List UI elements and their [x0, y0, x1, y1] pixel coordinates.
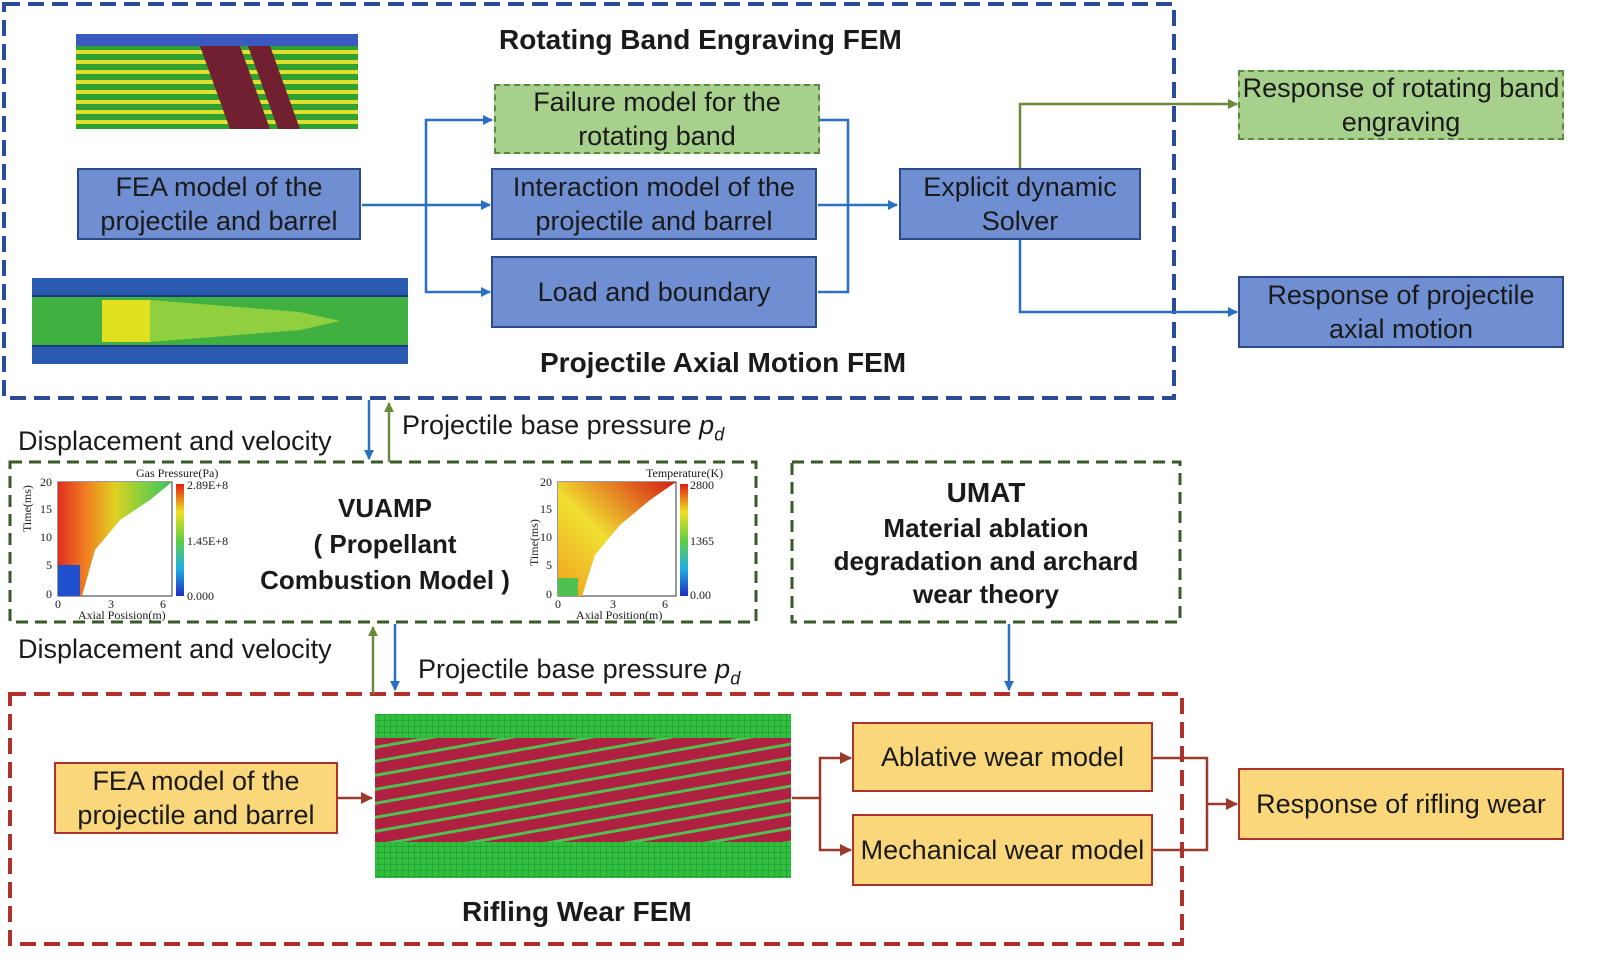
interaction-model-label: Interaction model of the projectile and … — [512, 172, 796, 236]
solver-box: Explicit dynamic Solver — [899, 168, 1141, 240]
temp-xtick: 6 — [662, 597, 668, 611]
ablative-wear-box: Ablative wear model — [852, 722, 1153, 792]
displacement-label-bottom: Displacement and velocity — [18, 634, 332, 664]
temp-xtick: 0 — [555, 597, 561, 611]
axial-motion-title: Projectile Axial Motion FEM — [540, 347, 907, 378]
pd-subscript-bottom: d — [730, 668, 741, 689]
response-axial-label: Response of projectile axial motion — [1267, 280, 1535, 344]
arrow-mesh-to-mechanical — [818, 798, 852, 856]
response-rifling-label: Response of rifling wear — [1256, 789, 1546, 819]
pd-symbol-top: p — [699, 410, 715, 440]
temp-ytick: 10 — [540, 530, 552, 544]
bottom-section-frame — [8, 692, 1184, 946]
umat-text: UMAT Material ablation degradation and a… — [800, 474, 1172, 611]
vuamp-line1: VUAMP — [338, 493, 432, 523]
gas-ytick: 0 — [46, 587, 52, 601]
umat-line4: wear theory — [913, 579, 1059, 609]
gas-cbar-max: 2.89E+8 — [187, 478, 229, 492]
load-boundary-label: Load and boundary — [537, 277, 771, 307]
vuamp-text: VUAMP ( Propellant Combustion Model ) — [240, 490, 530, 598]
load-boundary-box: Load and boundary — [491, 256, 817, 328]
gas-ytick: 10 — [40, 530, 52, 544]
gas-pressure-plot — [57, 481, 184, 597]
gas-cbar-mid: 1.45E+8 — [187, 534, 229, 548]
failure-model-label: Failure model for the rotating band — [533, 87, 781, 151]
umat-line3: degradation and archard — [833, 546, 1139, 576]
arrow-fea-to-failure — [424, 115, 493, 205]
arrow-fea-to-load — [424, 205, 491, 297]
arrow-solver-to-engraving — [1018, 99, 1238, 168]
temp-cbar-max: 2800 — [690, 478, 714, 492]
arrow-solver-to-axial — [1018, 240, 1238, 317]
fea-model-bottom-box: FEA model of the projectile and barrel — [54, 762, 338, 834]
temp-plot-title: Temperature(K) — [646, 466, 724, 480]
gas-xtick: 3 — [108, 597, 114, 611]
gas-ytick: 20 — [40, 475, 52, 489]
gas-cbar-min: 0.000 — [187, 589, 214, 603]
pd-symbol-bottom: p — [715, 654, 731, 684]
arrow-mesh-to-ablative — [792, 752, 852, 800]
pressure-label-bottom-text: Projectile base pressure — [418, 654, 716, 684]
gas-xtick: 0 — [55, 597, 61, 611]
response-axial-box: Response of projectile axial motion — [1238, 276, 1564, 348]
pressure-label-top-text: Projectile base pressure — [402, 410, 700, 440]
pd-subscript-top: d — [714, 424, 725, 445]
ablative-wear-label: Ablative wear model — [880, 742, 1125, 772]
umat-frame — [790, 460, 1182, 624]
umat-line1: UMAT — [946, 477, 1026, 508]
mechanical-wear-box: Mechanical wear model — [852, 814, 1153, 886]
temp-xtick: 3 — [610, 597, 616, 611]
temp-cbar-min: 0.00 — [690, 588, 711, 602]
temperature-plot — [557, 481, 688, 597]
interaction-model-box: Interaction model of the projectile and … — [491, 168, 817, 240]
failure-model-box: Failure model for the rotating band — [494, 84, 820, 154]
gas-ytick: 15 — [40, 502, 52, 516]
temp-ytick: 15 — [540, 502, 552, 516]
fea-model-top-box: FEA model of the projectile and barrel — [77, 168, 361, 240]
gas-plot-xlabel: Axial Posision(m) — [78, 608, 166, 622]
solver-label: Explicit dynamic Solver — [923, 172, 1117, 236]
displacement-label-top: Displacement and velocity — [18, 426, 332, 456]
gas-xtick: 6 — [160, 597, 166, 611]
vuamp-frame — [8, 460, 758, 624]
temp-plot-xlabel: Axial Position(m) — [576, 608, 663, 622]
vuamp-line2: ( Propellant — [313, 529, 457, 559]
temp-ytick: 5 — [546, 558, 552, 572]
mechanical-wear-label: Mechanical wear model — [860, 835, 1145, 865]
gas-ytick: 5 — [46, 558, 52, 572]
response-engraving-box: Response of rotating band engraving — [1238, 70, 1564, 140]
vuamp-line3: Combustion Model ) — [260, 565, 510, 595]
fea-model-bottom-label: FEA model of the projectile and barrel — [77, 766, 315, 830]
temp-ytick: 0 — [546, 587, 552, 601]
pressure-label-bottom: Projectile base pressure pd — [418, 654, 740, 689]
gas-plot-ylabel: Time(ms) — [20, 485, 34, 532]
barrel-mesh-image — [32, 278, 408, 364]
top-section-frame — [2, 2, 1176, 400]
temp-ytick: 20 — [540, 475, 552, 489]
response-rifling-box: Response of rifling wear — [1238, 768, 1564, 840]
fea-model-top-label: FEA model of the projectile and barrel — [100, 172, 338, 236]
rifling-wear-title: Rifling Wear FEM — [462, 896, 692, 927]
umat-line2: Material ablation — [883, 513, 1089, 543]
response-engraving-label: Response of rotating band engraving — [1242, 73, 1560, 137]
temp-cbar-mid: 1365 — [690, 534, 714, 548]
rifling-mesh-image — [375, 714, 791, 878]
gas-plot-title: Gas Pressure(Pa) — [136, 466, 219, 480]
top-section-title: Rotating Band Engraving FEM — [499, 24, 902, 55]
rotating-band-image — [76, 34, 358, 129]
pressure-label-top: Projectile base pressure pd — [402, 410, 724, 445]
